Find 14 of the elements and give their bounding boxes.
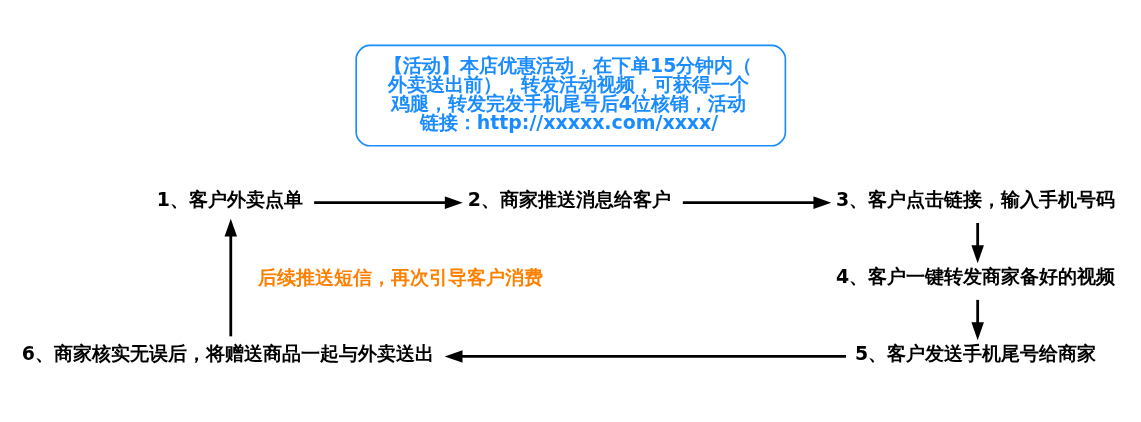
arrow — [971, 299, 984, 341]
node-text: 6、商家核实无误后，将赠送商品一起与外卖送出 — [21, 341, 434, 364]
node-text: 2、商家推送消息给客户 — [467, 188, 671, 211]
arrow — [444, 350, 846, 363]
node-box: 【活动】本店优惠活动，在下单15分钟内（外卖送出前），转发活动视频，可获得一个鸡腿，转发完发手机尾号后4位核销，活动链接：http://xxxxx.com/xxxx/ — [355, 44, 787, 147]
node-text: 4、客户一键转发商家备好的视频 — [836, 265, 1116, 288]
node-text: 1、客户外卖点单 — [156, 188, 303, 211]
arrow — [971, 223, 984, 264]
arrow — [224, 218, 238, 337]
node-text: 3、客户点击链接，输入手机号码 — [836, 188, 1116, 211]
node-text: 5、客户发送手机尾号给商家 — [855, 341, 1097, 364]
edge-label: 后续推送短信，再次引导客户消费 — [258, 265, 544, 288]
arrow — [314, 196, 463, 209]
arrow — [682, 196, 832, 209]
